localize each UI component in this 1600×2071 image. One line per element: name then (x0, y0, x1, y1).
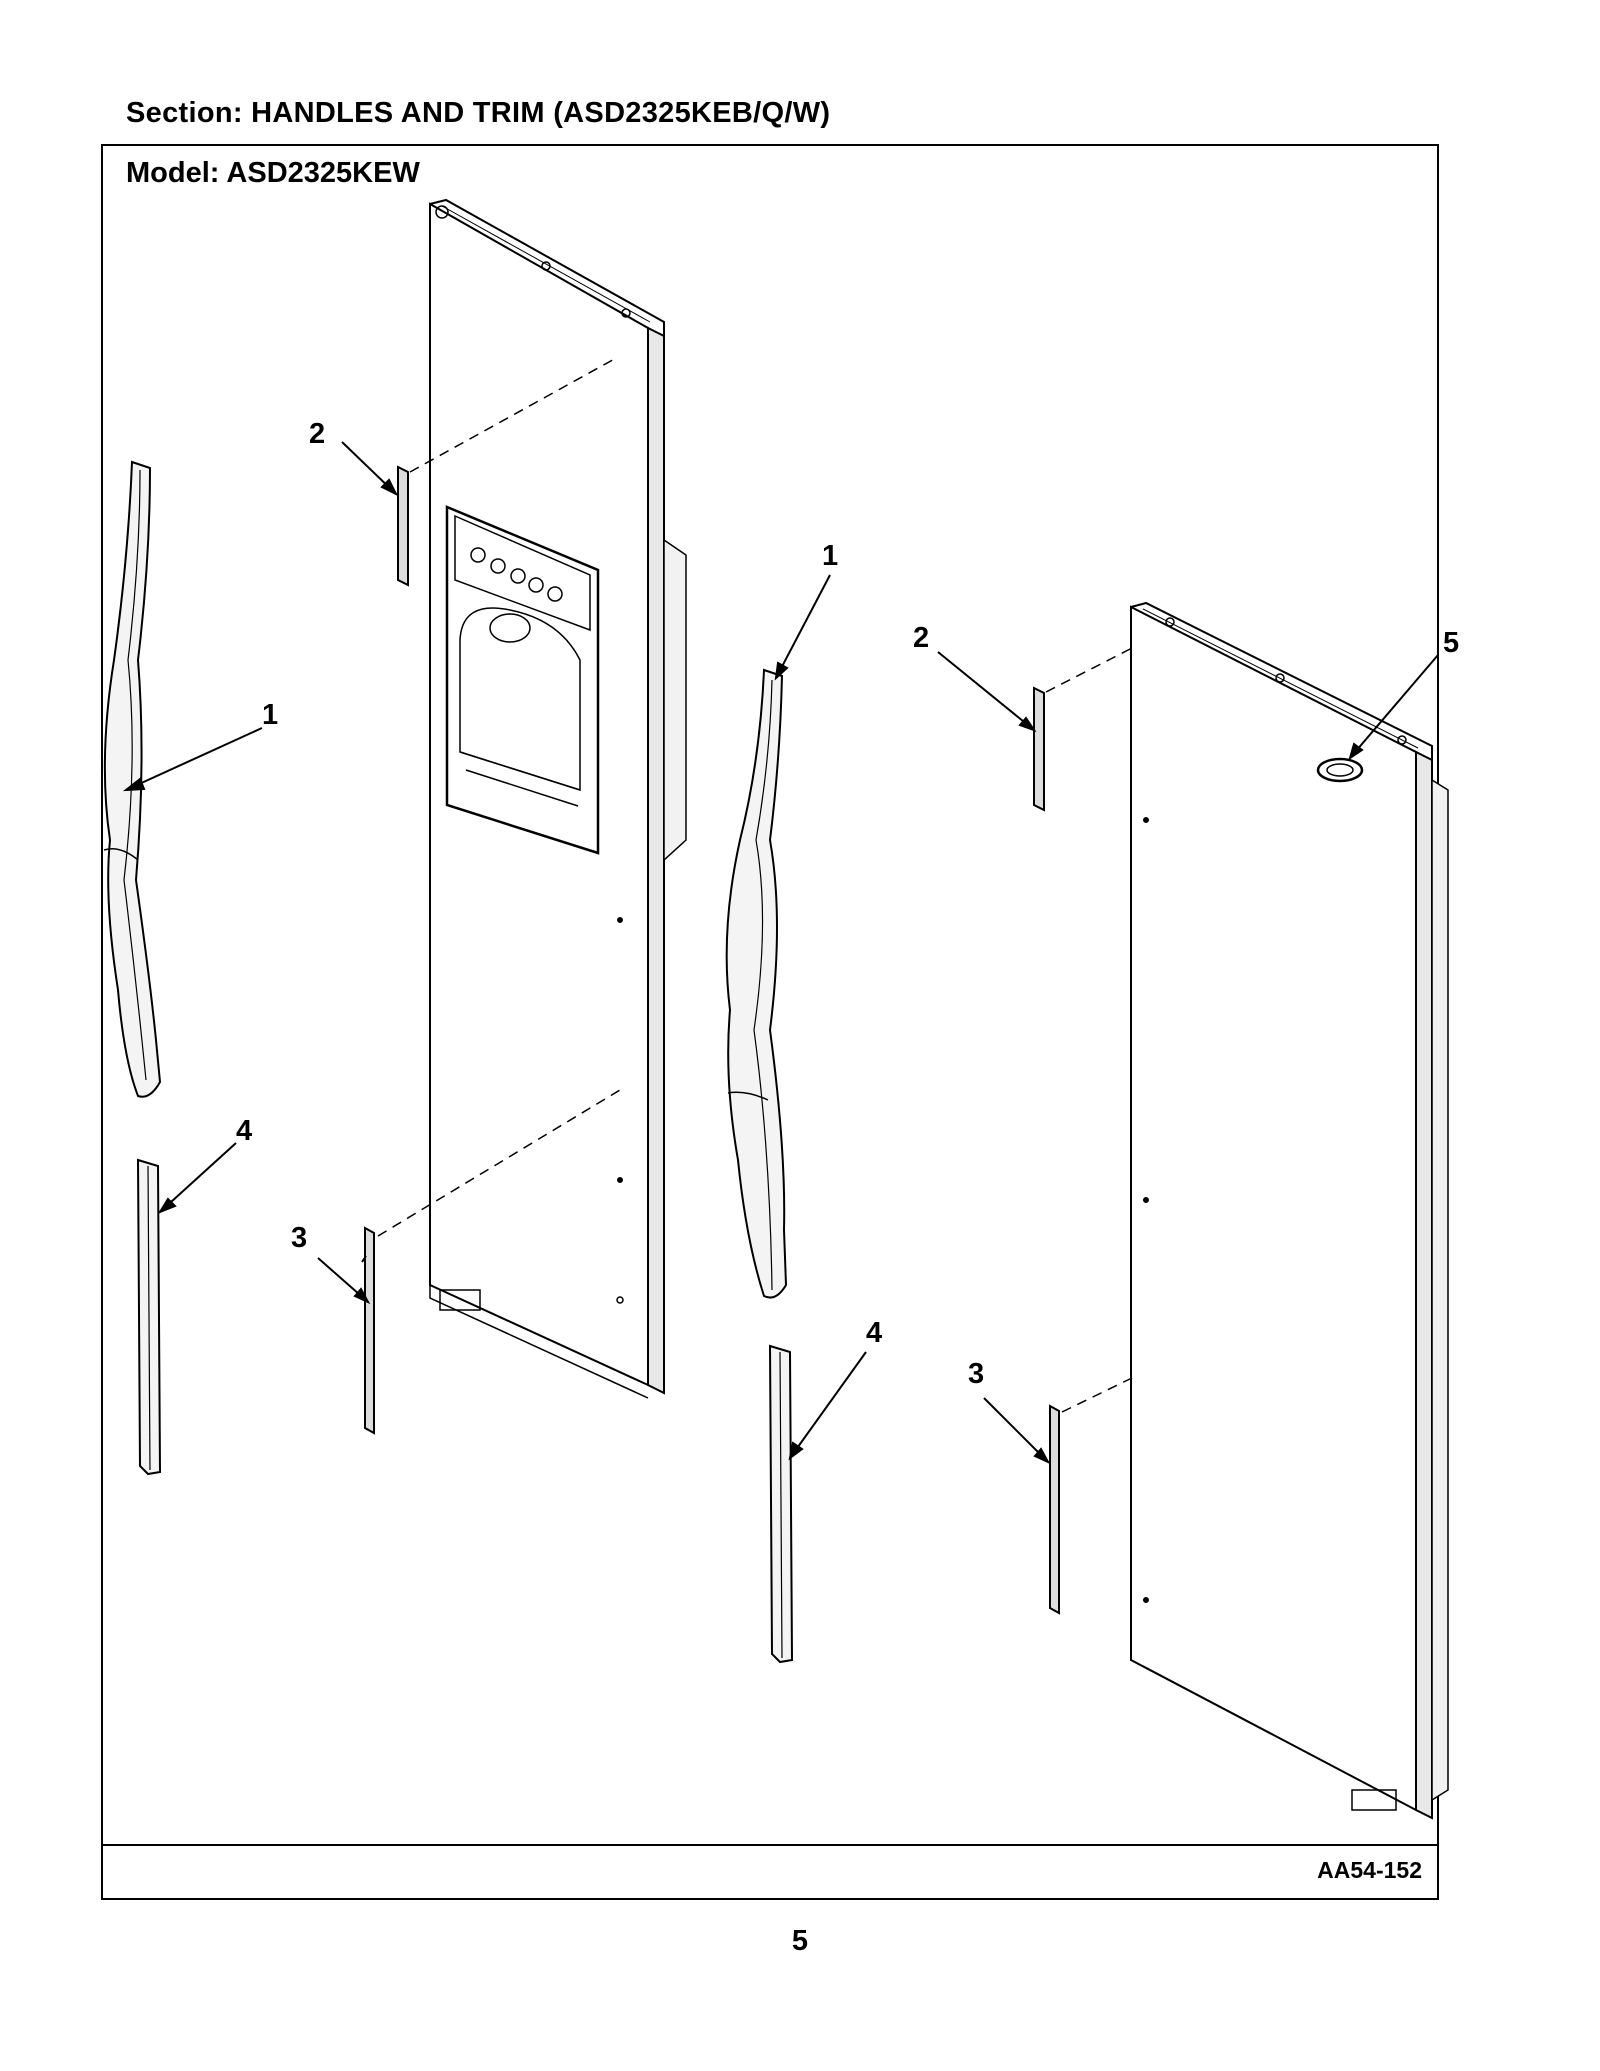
right-lower-trim (1049, 1404, 1060, 1615)
section-title: Section: HANDLES AND TRIM (ASD2325KEB/Q/… (126, 97, 831, 129)
drawing-id: AA54-152 (1317, 1857, 1422, 1883)
callout-left-lower-trim: 3 (291, 1222, 307, 1254)
left-door-handle (103, 460, 162, 1098)
logo-badge (1316, 757, 1364, 783)
callout-right-upper-trim: 2 (913, 622, 929, 654)
model-label: Model: ASD2325KEW (126, 157, 420, 189)
right-end-cap (768, 1344, 794, 1664)
leader-lines (122, 441, 1439, 1465)
freezer-door (429, 198, 687, 1399)
left-upper-trim (397, 465, 409, 587)
left-end-cap (136, 1158, 162, 1476)
left-lower-trim (364, 1226, 375, 1435)
callout-right-handle: 1 (822, 540, 838, 572)
callout-right-lower-trim: 3 (968, 1358, 984, 1390)
alignment-lines (377, 356, 1137, 1413)
page-number: 5 (791, 1925, 809, 1957)
callout-left-upper-trim: 2 (309, 418, 325, 450)
frame-footer-divider (101, 1844, 1439, 1846)
callout-logo-badge: 5 (1443, 627, 1459, 659)
dispenser-panel (445, 505, 600, 855)
fresh-food-door (1130, 601, 1449, 1820)
right-upper-trim (1033, 686, 1045, 812)
callout-right-end-cap: 4 (866, 1317, 882, 1349)
callout-left-end-cap: 4 (236, 1115, 252, 1147)
right-door-handle (725, 668, 788, 1299)
callout-left-handle: 1 (262, 699, 278, 731)
